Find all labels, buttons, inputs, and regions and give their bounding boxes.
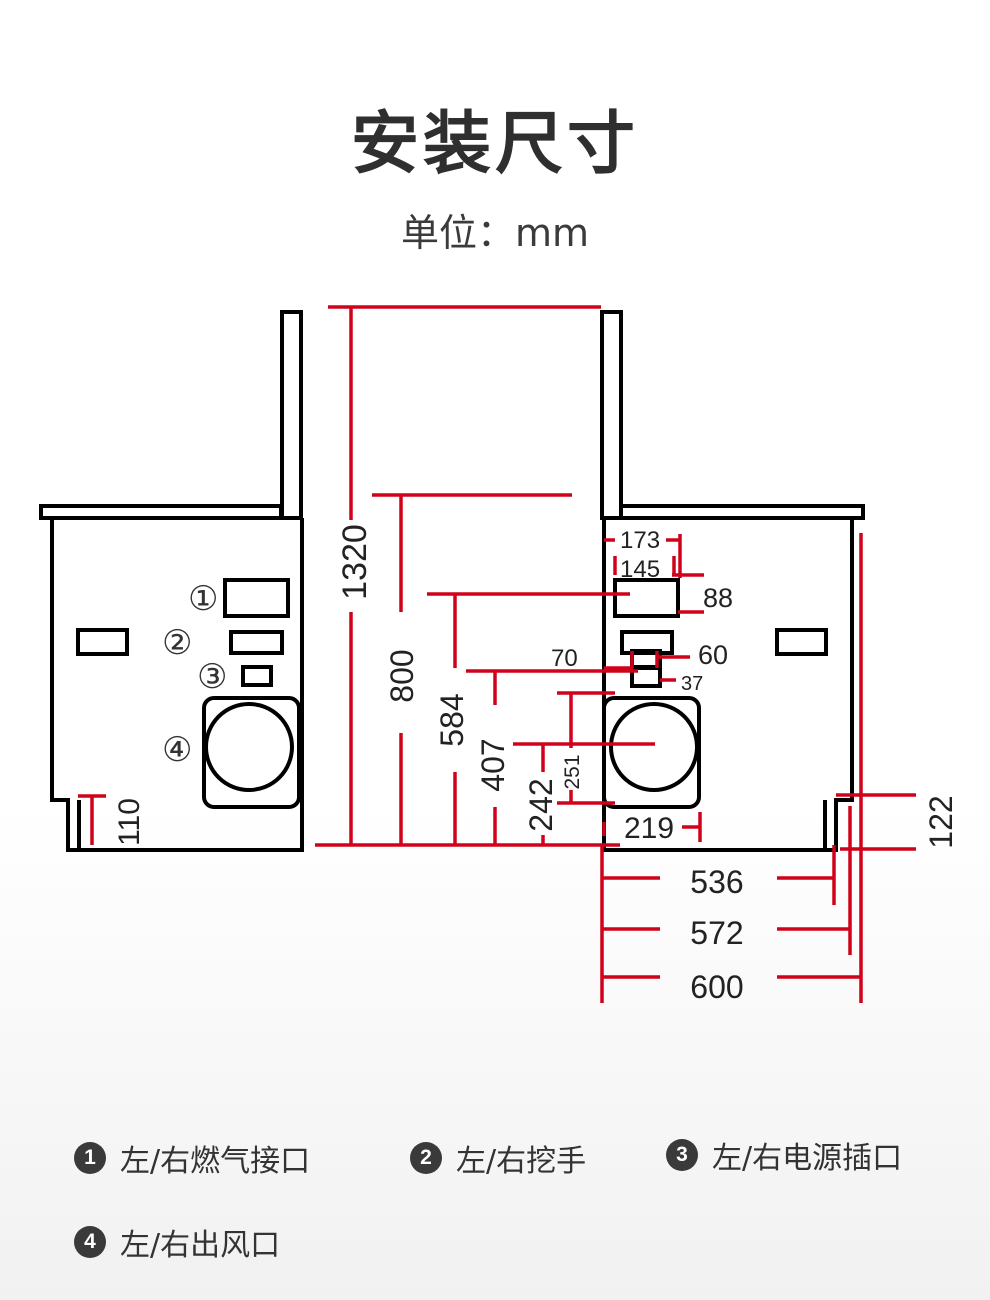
right-wall-panel bbox=[600, 310, 623, 520]
dim-584: 584 bbox=[434, 693, 470, 746]
legend-item-handle: 2 左/右挖手 bbox=[410, 1136, 586, 1180]
legend-label-4: 左/右出风口 bbox=[120, 1228, 281, 1263]
left-gas-inlet bbox=[223, 578, 290, 618]
dim-219: 219 bbox=[624, 812, 674, 845]
dim-407: 407 bbox=[475, 738, 511, 791]
dim-122: 122 bbox=[923, 795, 959, 848]
dim-572: 572 bbox=[690, 915, 743, 951]
marker-3: ③ bbox=[197, 657, 227, 697]
left-cabinet-body bbox=[50, 518, 304, 852]
dim-173: 173 bbox=[620, 527, 660, 554]
legend-item-air-outlet: 4 左/右出风口 bbox=[74, 1220, 280, 1264]
page-title: 安装尺寸 bbox=[350, 105, 639, 184]
right-countertop bbox=[619, 504, 865, 520]
marker-2: ② bbox=[162, 623, 192, 663]
dim-88: 88 bbox=[703, 583, 733, 613]
legend-number-4: 4 bbox=[74, 1226, 106, 1258]
legend-number-3: 3 bbox=[666, 1139, 698, 1171]
legend-label-1: 左/右燃气接口 bbox=[120, 1144, 311, 1179]
left-air-outlet-frame bbox=[202, 696, 301, 809]
legend-label-2: 左/右挖手 bbox=[456, 1144, 587, 1179]
legend-number-2: 2 bbox=[410, 1142, 442, 1174]
legend-number-1: 1 bbox=[74, 1142, 106, 1174]
legend-item-gas-inlet: 1 左/右燃气接口 bbox=[74, 1136, 310, 1180]
dim-1320: 1320 bbox=[336, 524, 374, 600]
left-air-outlet bbox=[204, 702, 294, 792]
right-air-outlet bbox=[609, 702, 699, 792]
dimension-lines bbox=[78, 305, 916, 1003]
left-power-socket bbox=[241, 665, 273, 687]
marker-1: ① bbox=[188, 579, 218, 619]
legend-item-power-socket: 3 左/右电源插口 bbox=[666, 1133, 902, 1177]
right-power-socket bbox=[630, 666, 662, 688]
dim-60: 60 bbox=[698, 640, 728, 670]
left-side-handle bbox=[76, 628, 129, 656]
legend-label-3: 左/右电源插口 bbox=[712, 1141, 903, 1176]
dim-251: 251 bbox=[561, 754, 584, 789]
left-wall-panel bbox=[280, 310, 303, 520]
dim-37: 37 bbox=[681, 673, 703, 695]
marker-4: ④ bbox=[162, 730, 192, 770]
left-handle-slot bbox=[229, 630, 284, 655]
component-markers: ① ② ③ ④ bbox=[162, 579, 227, 770]
dim-242: 242 bbox=[523, 778, 559, 831]
dim-110: 110 bbox=[113, 798, 146, 846]
left-countertop bbox=[39, 504, 283, 520]
unit-label: 单位：mm bbox=[400, 211, 590, 255]
cabinet-outline bbox=[39, 310, 865, 852]
dim-800: 800 bbox=[384, 649, 420, 702]
dim-600: 600 bbox=[690, 969, 743, 1005]
right-air-outlet-frame bbox=[602, 696, 701, 809]
dim-70: 70 bbox=[551, 645, 578, 672]
dim-536: 536 bbox=[690, 864, 743, 900]
dim-145: 145 bbox=[620, 556, 660, 583]
right-side-handle bbox=[775, 628, 828, 656]
right-gas-inlet bbox=[613, 578, 680, 618]
dimension-labels: 1320 800 584 407 242 251 110 122 173 145… bbox=[113, 524, 959, 1005]
